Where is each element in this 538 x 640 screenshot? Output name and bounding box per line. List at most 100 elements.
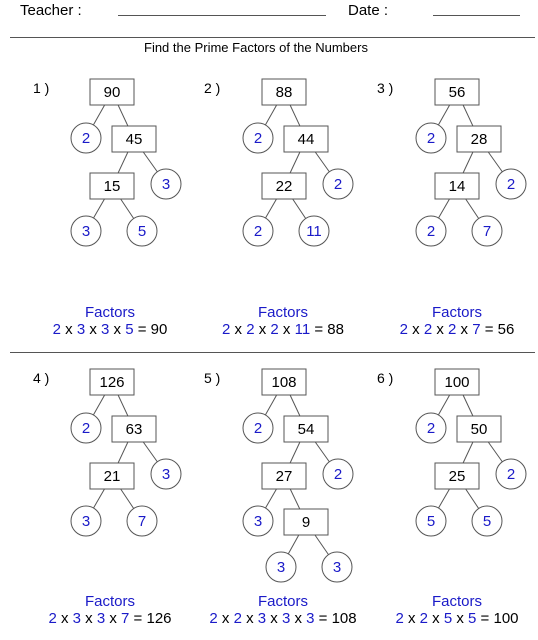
factors-label: Factors: [257, 593, 308, 610]
prime-circle: [242, 215, 274, 247]
prime-factor: 7: [472, 321, 481, 338]
prime-value: 2: [334, 466, 342, 483]
problem-number: 4 ): [33, 370, 50, 386]
teacher-line[interactable]: [118, 15, 326, 16]
prime-circle: [242, 122, 274, 154]
prime-factor: 3: [257, 610, 267, 627]
composite-value: 100: [444, 374, 469, 391]
composite-box: [261, 462, 307, 490]
prime-circle: [415, 412, 447, 444]
prime-factor: 2: [233, 610, 242, 627]
product-result: 108: [331, 610, 357, 627]
composite-value: 88: [276, 84, 293, 101]
prime-value: 5: [138, 223, 146, 240]
composite-box: [434, 462, 480, 490]
prime-factor: 2: [270, 321, 279, 338]
composite-box: [261, 78, 307, 106]
factorization-equation: 2 x 3 x 3 x 7 = 126: [48, 610, 172, 627]
prime-circle: [150, 458, 182, 490]
prime-value: 3: [333, 559, 341, 576]
prime-value: 2: [254, 130, 262, 147]
composite-box: [283, 125, 329, 153]
prime-value: 3: [82, 223, 90, 240]
composite-value: 90: [104, 84, 121, 101]
composite-box: [283, 415, 329, 443]
prime-circle: [242, 505, 274, 537]
prime-circle: [70, 505, 102, 537]
prime-factor: 2: [395, 610, 404, 627]
product-result: 88: [327, 321, 344, 338]
composite-value: 63: [126, 421, 143, 438]
prime-factor: 2: [222, 321, 231, 338]
prime-value: 7: [483, 223, 491, 240]
date-line[interactable]: [433, 15, 520, 16]
prime-factor: 3: [306, 610, 315, 627]
prime-factor: 2: [419, 610, 428, 627]
composite-value: 56: [449, 84, 466, 101]
prime-value: 3: [162, 176, 170, 193]
composite-box: [111, 415, 157, 443]
factorization-equation: 2 x 3 x 3 x 5 = 90: [52, 321, 168, 338]
product-result: 100: [493, 610, 519, 627]
composite-box: [261, 368, 307, 396]
product-result: 90: [150, 321, 168, 338]
prime-circle: [150, 168, 182, 200]
prime-factor: 5: [468, 610, 477, 627]
composite-box: [456, 125, 502, 153]
prime-circle: [265, 551, 297, 583]
prime-factor: 7: [121, 610, 130, 627]
factorization-equation: 2 x 2 x 2 x 7 = 56: [399, 321, 515, 338]
composite-box: [89, 78, 135, 106]
problem-number: 2 ): [204, 80, 221, 96]
prime-circle: [495, 168, 527, 200]
prime-value: 3: [254, 513, 262, 530]
prime-factor: 2: [399, 321, 408, 338]
prime-factor: 3: [96, 610, 106, 627]
prime-factor: 2: [52, 321, 61, 338]
prime-factor: 3: [281, 610, 291, 627]
composite-box: [89, 172, 135, 200]
factors-label: Factors: [431, 593, 482, 610]
composite-box: [89, 462, 135, 490]
header-rule: [10, 37, 535, 38]
composite-box: [434, 172, 480, 200]
prime-circle: [321, 551, 353, 583]
composite-value: 27: [276, 468, 293, 485]
prime-factor: 5: [125, 321, 134, 338]
prime-circle: [298, 215, 330, 247]
composite-box: [261, 172, 307, 200]
page-title: Find the Prime Factors of the Numbers: [144, 40, 368, 55]
section-divider: [10, 352, 535, 353]
prime-factor: 2: [448, 321, 457, 338]
prime-factor: 2: [209, 610, 218, 627]
prime-circle: [471, 505, 503, 537]
prime-factor: 2: [246, 321, 255, 338]
prime-value: 2: [334, 176, 342, 193]
composite-value: 15: [104, 178, 121, 195]
prime-value: 2: [82, 130, 90, 147]
prime-circle: [126, 505, 158, 537]
prime-circle: [70, 122, 102, 154]
problem-number: 1 ): [33, 80, 50, 96]
prime-value: 2: [82, 420, 90, 437]
prime-factor: 5: [443, 610, 453, 627]
prime-value: 2: [427, 223, 435, 240]
composite-box: [111, 125, 157, 153]
prime-value: 11: [306, 223, 322, 240]
composite-box: [89, 368, 135, 396]
factorization-equation: 2 x 2 x 2 x 11 = 88: [222, 321, 344, 338]
prime-value: 7: [138, 513, 146, 530]
prime-factor: 11: [294, 321, 311, 338]
